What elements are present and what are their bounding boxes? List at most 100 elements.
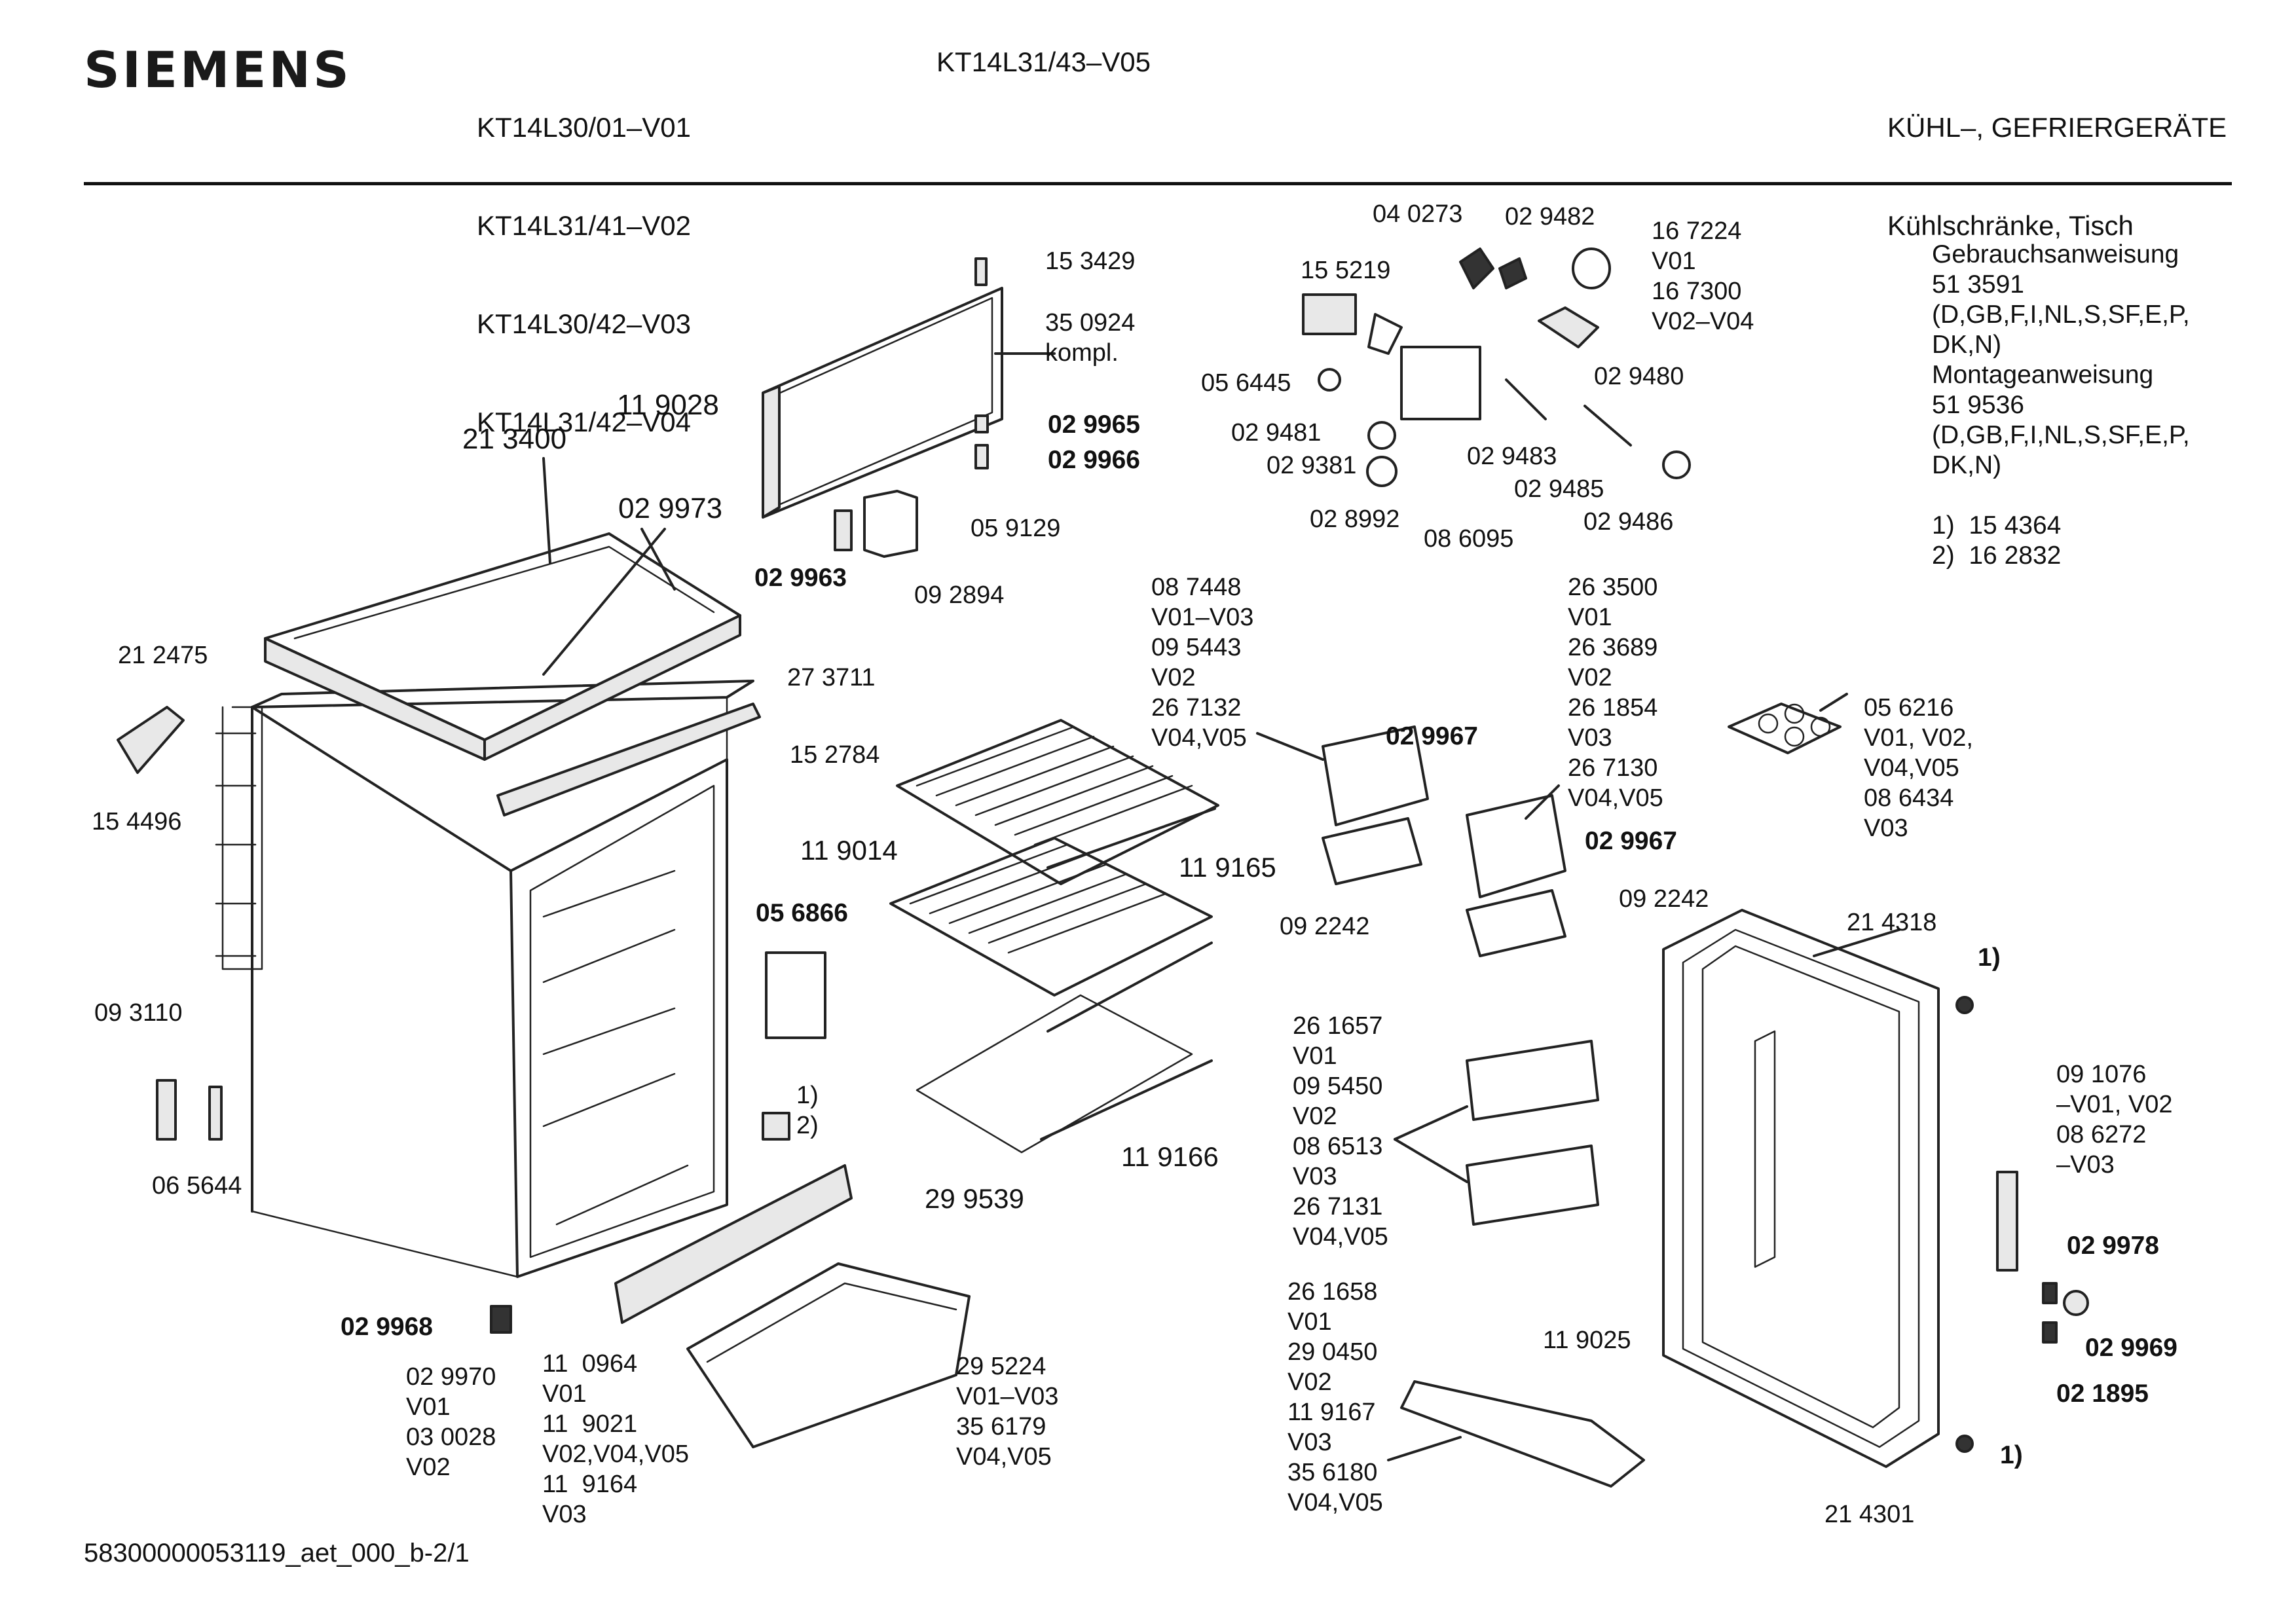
wire-shelf-upper [896, 719, 1219, 885]
model-item: KT14L30/01–V01 [477, 112, 691, 143]
pin-part [974, 257, 988, 286]
vent-grille [614, 1164, 853, 1324]
part-label: 02 9480 [1594, 363, 1684, 390]
footnote-marker: 1) [2000, 1441, 2023, 1469]
info-line: 1) 15 4364 [1932, 511, 2062, 540]
part-label-bold: 05 6866 [756, 899, 848, 927]
part-label: 21 4318 [1847, 909, 1937, 936]
condenser-coil [215, 706, 263, 970]
info-line: (D,GB,F,I,NL,S,SF,E,P, [1932, 301, 2190, 329]
thermostat-assembly [1302, 247, 1691, 487]
part-label: 16 7224 V01 16 7300 V02–V04 [1652, 217, 1754, 335]
part-label: 27 3711 [787, 664, 876, 691]
door-handle [1996, 1171, 2018, 1272]
hinge-bracket [863, 490, 918, 558]
fridge-door [1662, 909, 1940, 1468]
screw-part [2042, 1321, 2058, 1344]
part-label: 09 1076 –V01, V02 08 6272 –V03 [2056, 1061, 2173, 1179]
part-label: 15 5219 [1301, 257, 1391, 284]
foot-screw [490, 1305, 512, 1334]
header-rule [84, 182, 2232, 185]
part-label: 02 9481 [1231, 419, 1322, 447]
model-middle: KT14L31/43–V05 [936, 46, 1151, 77]
part-label: 08 7448 V01–V03 09 5443 V02 26 7132 V04,… [1151, 574, 1254, 752]
bolt-part [974, 414, 989, 433]
part-label: 21 4301 [1824, 1501, 1915, 1528]
part-label: 15 4496 [92, 808, 182, 835]
document-id: 58300000053119_aet_000_b-2/1 [84, 1539, 470, 1567]
part-label: 29 5224 V01–V03 35 6179 V04,V05 [956, 1353, 1059, 1471]
info-line: Montageanweisung [1932, 361, 2154, 389]
model-item: KT14L31/42–V04 [477, 407, 691, 437]
hinge-part [834, 509, 853, 551]
wire-shelf-lower [889, 837, 1213, 997]
part-label-bold: 02 9978 [2067, 1232, 2159, 1260]
part-label: 09 2242 [1619, 885, 1709, 913]
part-label: 02 9973 [618, 492, 723, 524]
part-label: 11 9014 [800, 835, 898, 866]
part-label: 26 1657 V01 09 5450 V02 08 6513 V03 26 7… [1293, 1012, 1388, 1251]
part-label: 09 2242 [1280, 913, 1370, 940]
side-bracket [117, 706, 185, 774]
part-label-bold: 02 9966 [1048, 446, 1140, 474]
info-block: Gebrauchsanweisung 51 3591 (D,GB,F,I,NL,… [1932, 240, 2190, 571]
part-label: 09 3110 [94, 999, 183, 1027]
shelf-trim [1046, 807, 1216, 869]
sensor-part [156, 1079, 177, 1141]
info-line: DK,N) [1932, 451, 2002, 479]
screw-part [1955, 996, 1974, 1014]
part-label-bold: 02 9963 [754, 564, 847, 592]
model-list: KT14L30/01–V01 KT14L31/41–V02 KT14L30/42… [477, 46, 691, 471]
category-title: KÜHL–, GEFRIERGERÄTE Kühlschränke, Tisch [1887, 46, 2227, 275]
leader-lines [542, 352, 1900, 1461]
part-label: 26 3500 V01 26 3689 V02 26 1854 V03 26 7… [1568, 574, 1663, 812]
part-label: 02 8992 [1310, 505, 1400, 533]
part-label: 02 9486 [1583, 508, 1674, 536]
door-bins-upper [1322, 725, 1566, 957]
glass-shelf [916, 994, 1193, 1154]
part-label: 02 9970 V01 03 0028 V02 [406, 1363, 496, 1481]
model-item: KT14L30/42–V03 [477, 308, 691, 339]
part-label: 26 1658 V01 29 0450 V02 11 9167 V03 35 6… [1287, 1278, 1383, 1516]
light-cover [765, 951, 826, 1039]
info-line: Gebrauchsanweisung [1932, 240, 2179, 268]
footnote-marker: 1) 2) [796, 1082, 819, 1139]
part-label: 11 9166 [1121, 1141, 1219, 1172]
part-label: 15 3429 [1045, 247, 1136, 275]
shelf-trim [1046, 942, 1213, 1033]
worktop [264, 532, 741, 761]
part-label: 09 2894 [914, 581, 1005, 609]
part-label: 05 6445 [1201, 369, 1291, 397]
part-label: 15 2784 [790, 741, 880, 769]
part-label: 04 0273 [1373, 200, 1463, 228]
part-label: 11 9165 [1179, 852, 1276, 883]
sensor-part [208, 1086, 223, 1141]
crisper-drawer [686, 1262, 971, 1448]
shelf-trim [1040, 1059, 1213, 1141]
bolt-part [974, 444, 989, 469]
cabinet-body [251, 680, 754, 1278]
footnote-marker: 1) [1978, 943, 2001, 972]
part-label: 02 9483 [1467, 443, 1557, 470]
part-label: 21 2475 [118, 642, 208, 669]
cap-part [2063, 1290, 2089, 1316]
part-label-bold: 02 9969 [2085, 1334, 2177, 1362]
part-label-bold: 02 9965 [1048, 411, 1140, 439]
part-label-bold: 02 9968 [341, 1313, 433, 1341]
category-line: KÜHL–, GEFRIERGERÄTE [1887, 112, 2227, 143]
part-label: 06 5644 [152, 1172, 242, 1200]
crossbar-strip [496, 703, 761, 816]
part-label: 21 3400 [462, 423, 567, 455]
part-label-bold: 02 9967 [1386, 722, 1478, 750]
model-item: KT14L31/41–V02 [477, 210, 691, 241]
info-line: (D,GB,F,I,NL,S,SF,E,P, [1932, 421, 2190, 449]
part-label-bold: 02 1895 [2056, 1380, 2149, 1408]
part-label-bold: 02 9967 [1585, 827, 1677, 855]
part-label: 11 9025 [1543, 1327, 1631, 1354]
part-label: 05 9129 [971, 515, 1061, 542]
part-label: 02 9381 [1267, 452, 1357, 479]
info-line: 51 3591 [1932, 270, 2024, 299]
part-label: 05 6216 V01, V02, V04,V05 08 6434 V03 [1864, 694, 1973, 842]
info-line: 51 9536 [1932, 391, 2024, 419]
